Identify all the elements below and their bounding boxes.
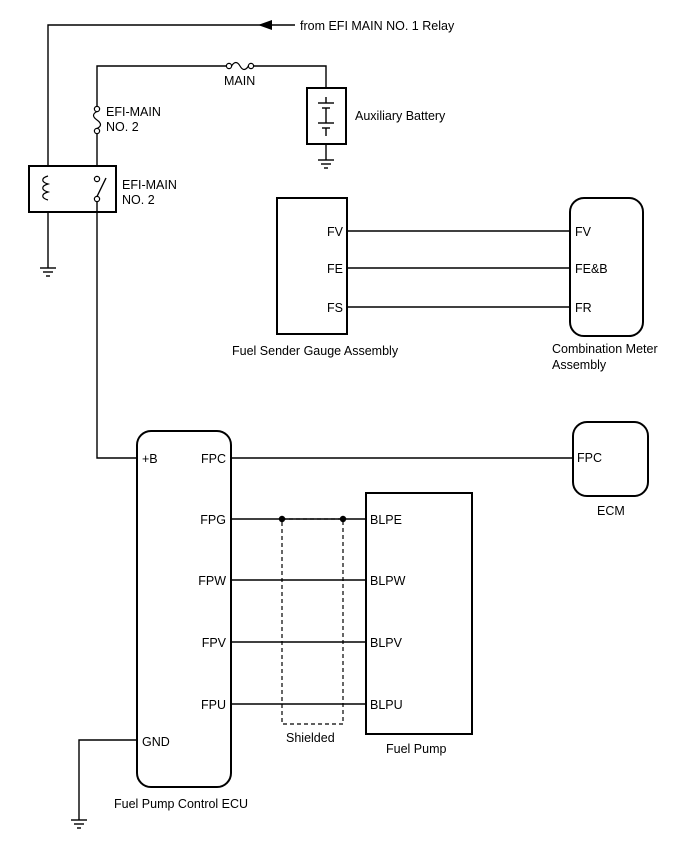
- wire-plus-b: [96, 202, 137, 459]
- shield: Shielded: [278, 515, 347, 745]
- fuel-sender-pin-fv: FV: [327, 225, 344, 239]
- relay-coil-icon: [42, 175, 51, 201]
- efi-fuse-label-line1: EFI-MAIN: [106, 105, 161, 119]
- relay-label-line1: EFI-MAIN: [122, 178, 177, 192]
- meter-label-line2: Assembly: [552, 358, 607, 372]
- ecu-pin-fpw: FPW: [198, 574, 226, 588]
- ground-icon: [318, 159, 334, 169]
- meter-pin-fv: FV: [575, 225, 592, 239]
- source-label: from EFI MAIN NO. 1 Relay: [300, 19, 455, 33]
- fuse-icon: [92, 105, 102, 135]
- relay-label-line2: NO. 2: [122, 193, 155, 207]
- pump-pin-blpv: BLPV: [370, 636, 403, 650]
- shield-outline: [281, 518, 344, 725]
- ecu-box: [136, 430, 232, 788]
- fuel-sender-gauge-assembly: FV FE FS Fuel Sender Gauge Assembly: [232, 197, 399, 358]
- fuel-pump-control-ecu: +B FPC FPG FPW FPV FPU GND Fuel Pump Con…: [114, 430, 248, 811]
- battery-label: Auxiliary Battery: [355, 109, 446, 123]
- battery-icon: [318, 97, 334, 136]
- fuse-icon: [225, 61, 255, 71]
- ecm-pin-fpc: FPC: [577, 451, 602, 465]
- ecu-pin-fpu: FPU: [201, 698, 226, 712]
- pump-pin-blpe: BLPE: [370, 513, 402, 527]
- fuel-sender-pin-fs: FS: [327, 301, 343, 315]
- fuel-sender-box: [276, 197, 348, 335]
- combination-meter-box: [569, 197, 644, 337]
- ecm: FPC ECM: [572, 421, 649, 518]
- fuel-pump-box: [365, 492, 473, 735]
- fuel-sender-pin-fe: FE: [327, 262, 343, 276]
- shield-junction: [278, 515, 286, 523]
- efi-main-fuse: EFI-MAIN NO. 2: [92, 105, 161, 176]
- meter-pin-fr: FR: [575, 301, 592, 315]
- ecm-box: [572, 421, 649, 497]
- ecu-label: Fuel Pump Control ECU: [114, 797, 248, 811]
- auxiliary-battery: Auxiliary Battery: [306, 87, 446, 169]
- relay-switch-icon: [93, 175, 107, 203]
- ecu-pin-fpg: FPG: [200, 513, 226, 527]
- ecm-label: ECM: [597, 504, 625, 518]
- pump-pin-blpw: BLPW: [370, 574, 406, 588]
- relay-ground: [40, 267, 56, 277]
- fuel-sender-label: Fuel Sender Gauge Assembly: [232, 344, 399, 358]
- ground-icon: [71, 819, 87, 829]
- shield-label: Shielded: [286, 731, 335, 745]
- meter-label-line1: Combination Meter: [552, 342, 658, 356]
- combination-meter-assembly: FV FE&B FR Combination Meter Assembly: [552, 197, 658, 372]
- efi-fuse-label-line2: NO. 2: [106, 120, 139, 134]
- main-fuse-circuit: MAIN: [96, 61, 327, 107]
- arrow-icon: [258, 20, 272, 30]
- ecu-pin-fpc: FPC: [201, 452, 226, 466]
- ecu-pin-plus-b: +B: [142, 452, 158, 466]
- efi-main-relay: EFI-MAIN NO. 2: [28, 165, 177, 213]
- main-fuse-label: MAIN: [224, 74, 255, 88]
- meter-pin-feb: FE&B: [575, 262, 608, 276]
- ecu-pin-gnd: GND: [142, 735, 170, 749]
- fuel-pump: BLPE BLPW BLPV BLPU Fuel Pump: [365, 492, 473, 756]
- pump-pin-blpu: BLPU: [370, 698, 403, 712]
- ground-icon: [40, 267, 56, 277]
- fuel-pump-label: Fuel Pump: [386, 742, 446, 756]
- relay-box: [28, 165, 117, 213]
- ecu-pin-fpv: FPV: [202, 636, 227, 650]
- ecu-ground: [71, 739, 137, 829]
- shield-junction: [339, 515, 347, 523]
